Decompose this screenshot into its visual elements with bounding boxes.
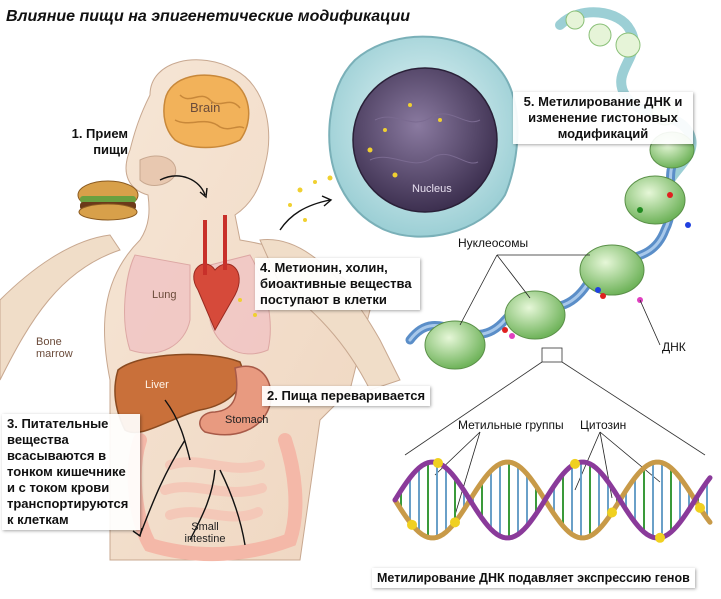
nucleus-label: Nucleus xyxy=(412,183,452,195)
zoom-indicator xyxy=(404,347,706,456)
nucleosome-chain xyxy=(405,131,695,370)
step-3-label: 3. Питательные вещества всасываются в то… xyxy=(2,414,140,530)
step-1-label: 1. Прием пищи xyxy=(71,126,128,157)
methyl-group-marker xyxy=(433,458,443,469)
cytosine-label: Цитозин xyxy=(580,418,627,432)
dna-double-helix xyxy=(392,458,713,543)
small-intestine-label: Small intestine xyxy=(184,521,226,545)
stomach-organ xyxy=(199,365,272,436)
step-2-label: 2. Пища переваривается xyxy=(262,386,431,406)
dna-label: ДНК xyxy=(662,340,686,354)
methyl-group-marker xyxy=(450,517,460,528)
methyl-group-marker xyxy=(695,502,705,513)
nucleosomes-label: Нуклеосомы xyxy=(458,236,529,250)
methyl-group-marker xyxy=(607,507,617,518)
body-arrows xyxy=(132,175,333,546)
brain-organ xyxy=(163,74,250,149)
methyl-group-marker xyxy=(655,532,665,543)
methyl-groups-label: Метильные группы xyxy=(458,418,564,432)
methyl-group-marker xyxy=(407,519,417,530)
burger xyxy=(77,180,139,221)
label-pointers xyxy=(434,254,661,516)
bone-marrow-label: Bone marrow xyxy=(36,336,73,360)
stomach-label: Stomach xyxy=(225,414,269,426)
brain-label: Brain xyxy=(190,100,221,115)
liver-label: Liver xyxy=(145,379,169,391)
cell xyxy=(328,35,519,238)
page-title: Влияние пищи на эпигенетические модифика… xyxy=(6,8,411,25)
heart xyxy=(193,215,240,332)
step-5-label: 5. Метилирование ДНК и изменение гистоно… xyxy=(513,92,693,144)
bottom-caption: Метилирование ДНК подавляет экспрессию г… xyxy=(372,568,695,588)
step-4-label: 4. Метионин, холин, биоактивные вещества… xyxy=(255,258,420,310)
lung-label: Lung xyxy=(152,289,177,301)
methyl-group-marker xyxy=(570,458,580,469)
nutrient-particles xyxy=(238,103,442,317)
